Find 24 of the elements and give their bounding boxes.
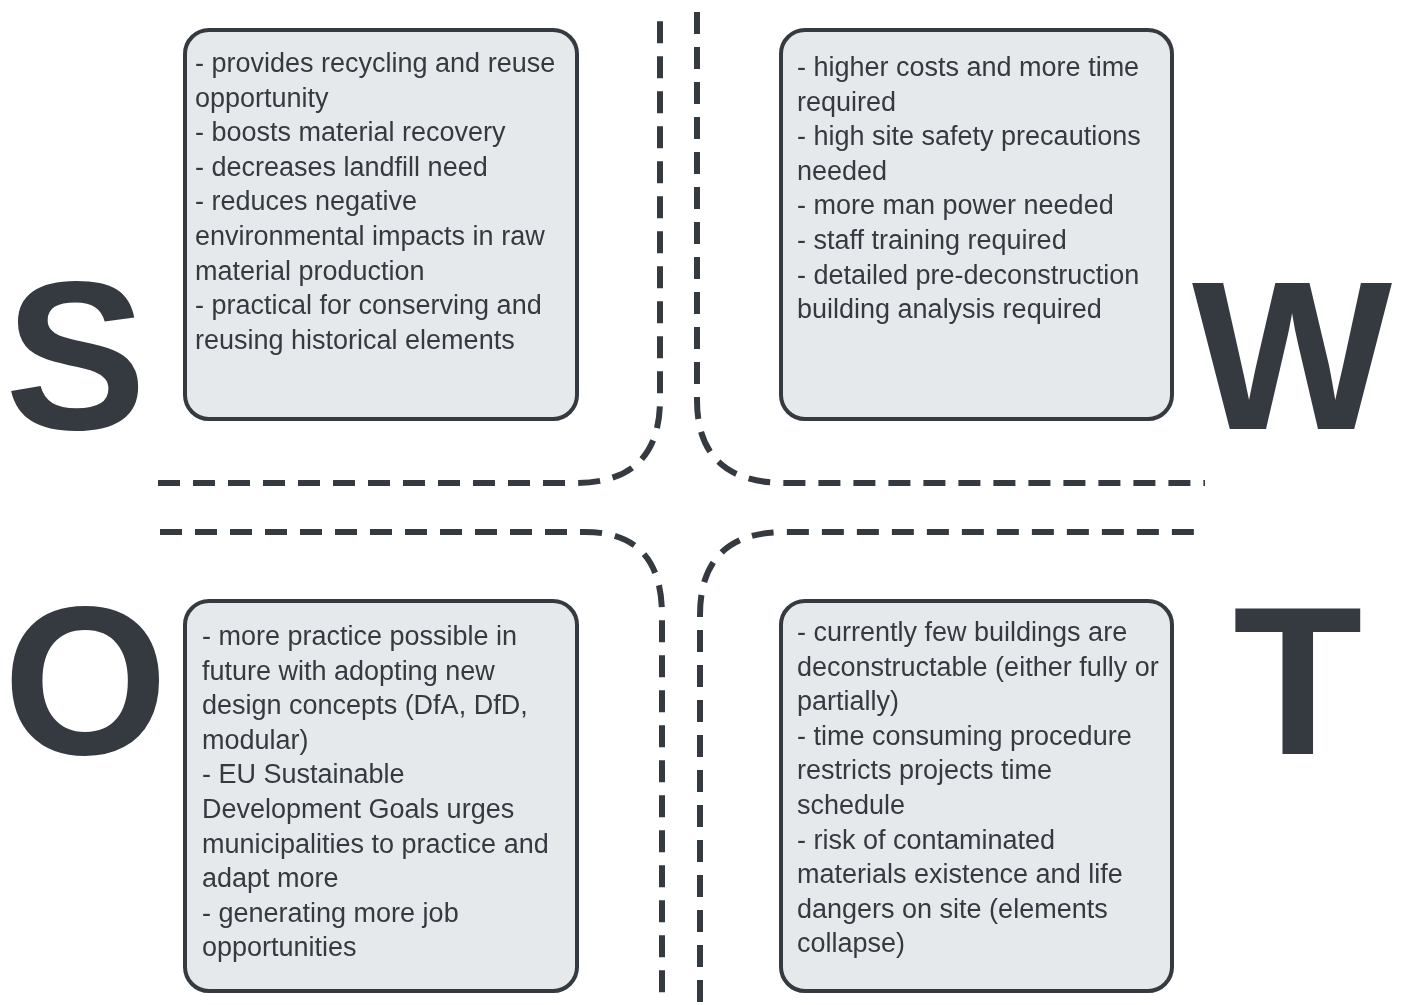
quadrant-letter: W bbox=[1192, 250, 1393, 462]
bullet-text: - risk of contaminated materials existence and life dangers on site (elements collapse) bbox=[797, 823, 1124, 961]
bullet-text: - high site safety precautions needed bbox=[797, 120, 1142, 188]
bullet-text: - EU Sustainable Development Goals urges municipalities to practice and adapt more bbox=[202, 758, 550, 896]
bullet-text: - generating more job opportunities bbox=[202, 896, 460, 965]
bullet-text: - higher costs and more time required bbox=[797, 51, 1141, 119]
bullet-text: - boosts material recovery bbox=[195, 116, 507, 150]
bullet-text: - time consuming procedure restricts projects time schedule bbox=[797, 719, 1133, 822]
text-card bbox=[183, 28, 579, 421]
bullet-text: - more practice possible in future with adopting new design concepts (DfA, DfD, modular) bbox=[202, 620, 529, 757]
text-card bbox=[183, 599, 579, 993]
bullet-text: - decreases landfill need bbox=[195, 150, 489, 184]
bullet-text: - reduces negative environmental impacts in raw material production bbox=[195, 185, 546, 288]
bullet-text: - currently few buildings are deconstructable (either fully or partially) bbox=[797, 616, 1160, 719]
quadrant-letter: T bbox=[1233, 575, 1363, 787]
text-card bbox=[779, 599, 1174, 993]
bullet-text: - provides recycling and reuse opportunity bbox=[195, 47, 557, 115]
text-card bbox=[779, 28, 1174, 421]
bullet-text: - staff training required bbox=[797, 223, 1068, 257]
bullet-text: - practical for conserving and reusing historical elements bbox=[195, 289, 543, 357]
quadrant-letter: O bbox=[3, 575, 168, 787]
bullet-text: - more man power needed bbox=[797, 189, 1115, 223]
quadrant-letter: S bbox=[5, 250, 147, 462]
bullet-text: - detailed pre-deconstruction building analysis required bbox=[797, 258, 1141, 327]
